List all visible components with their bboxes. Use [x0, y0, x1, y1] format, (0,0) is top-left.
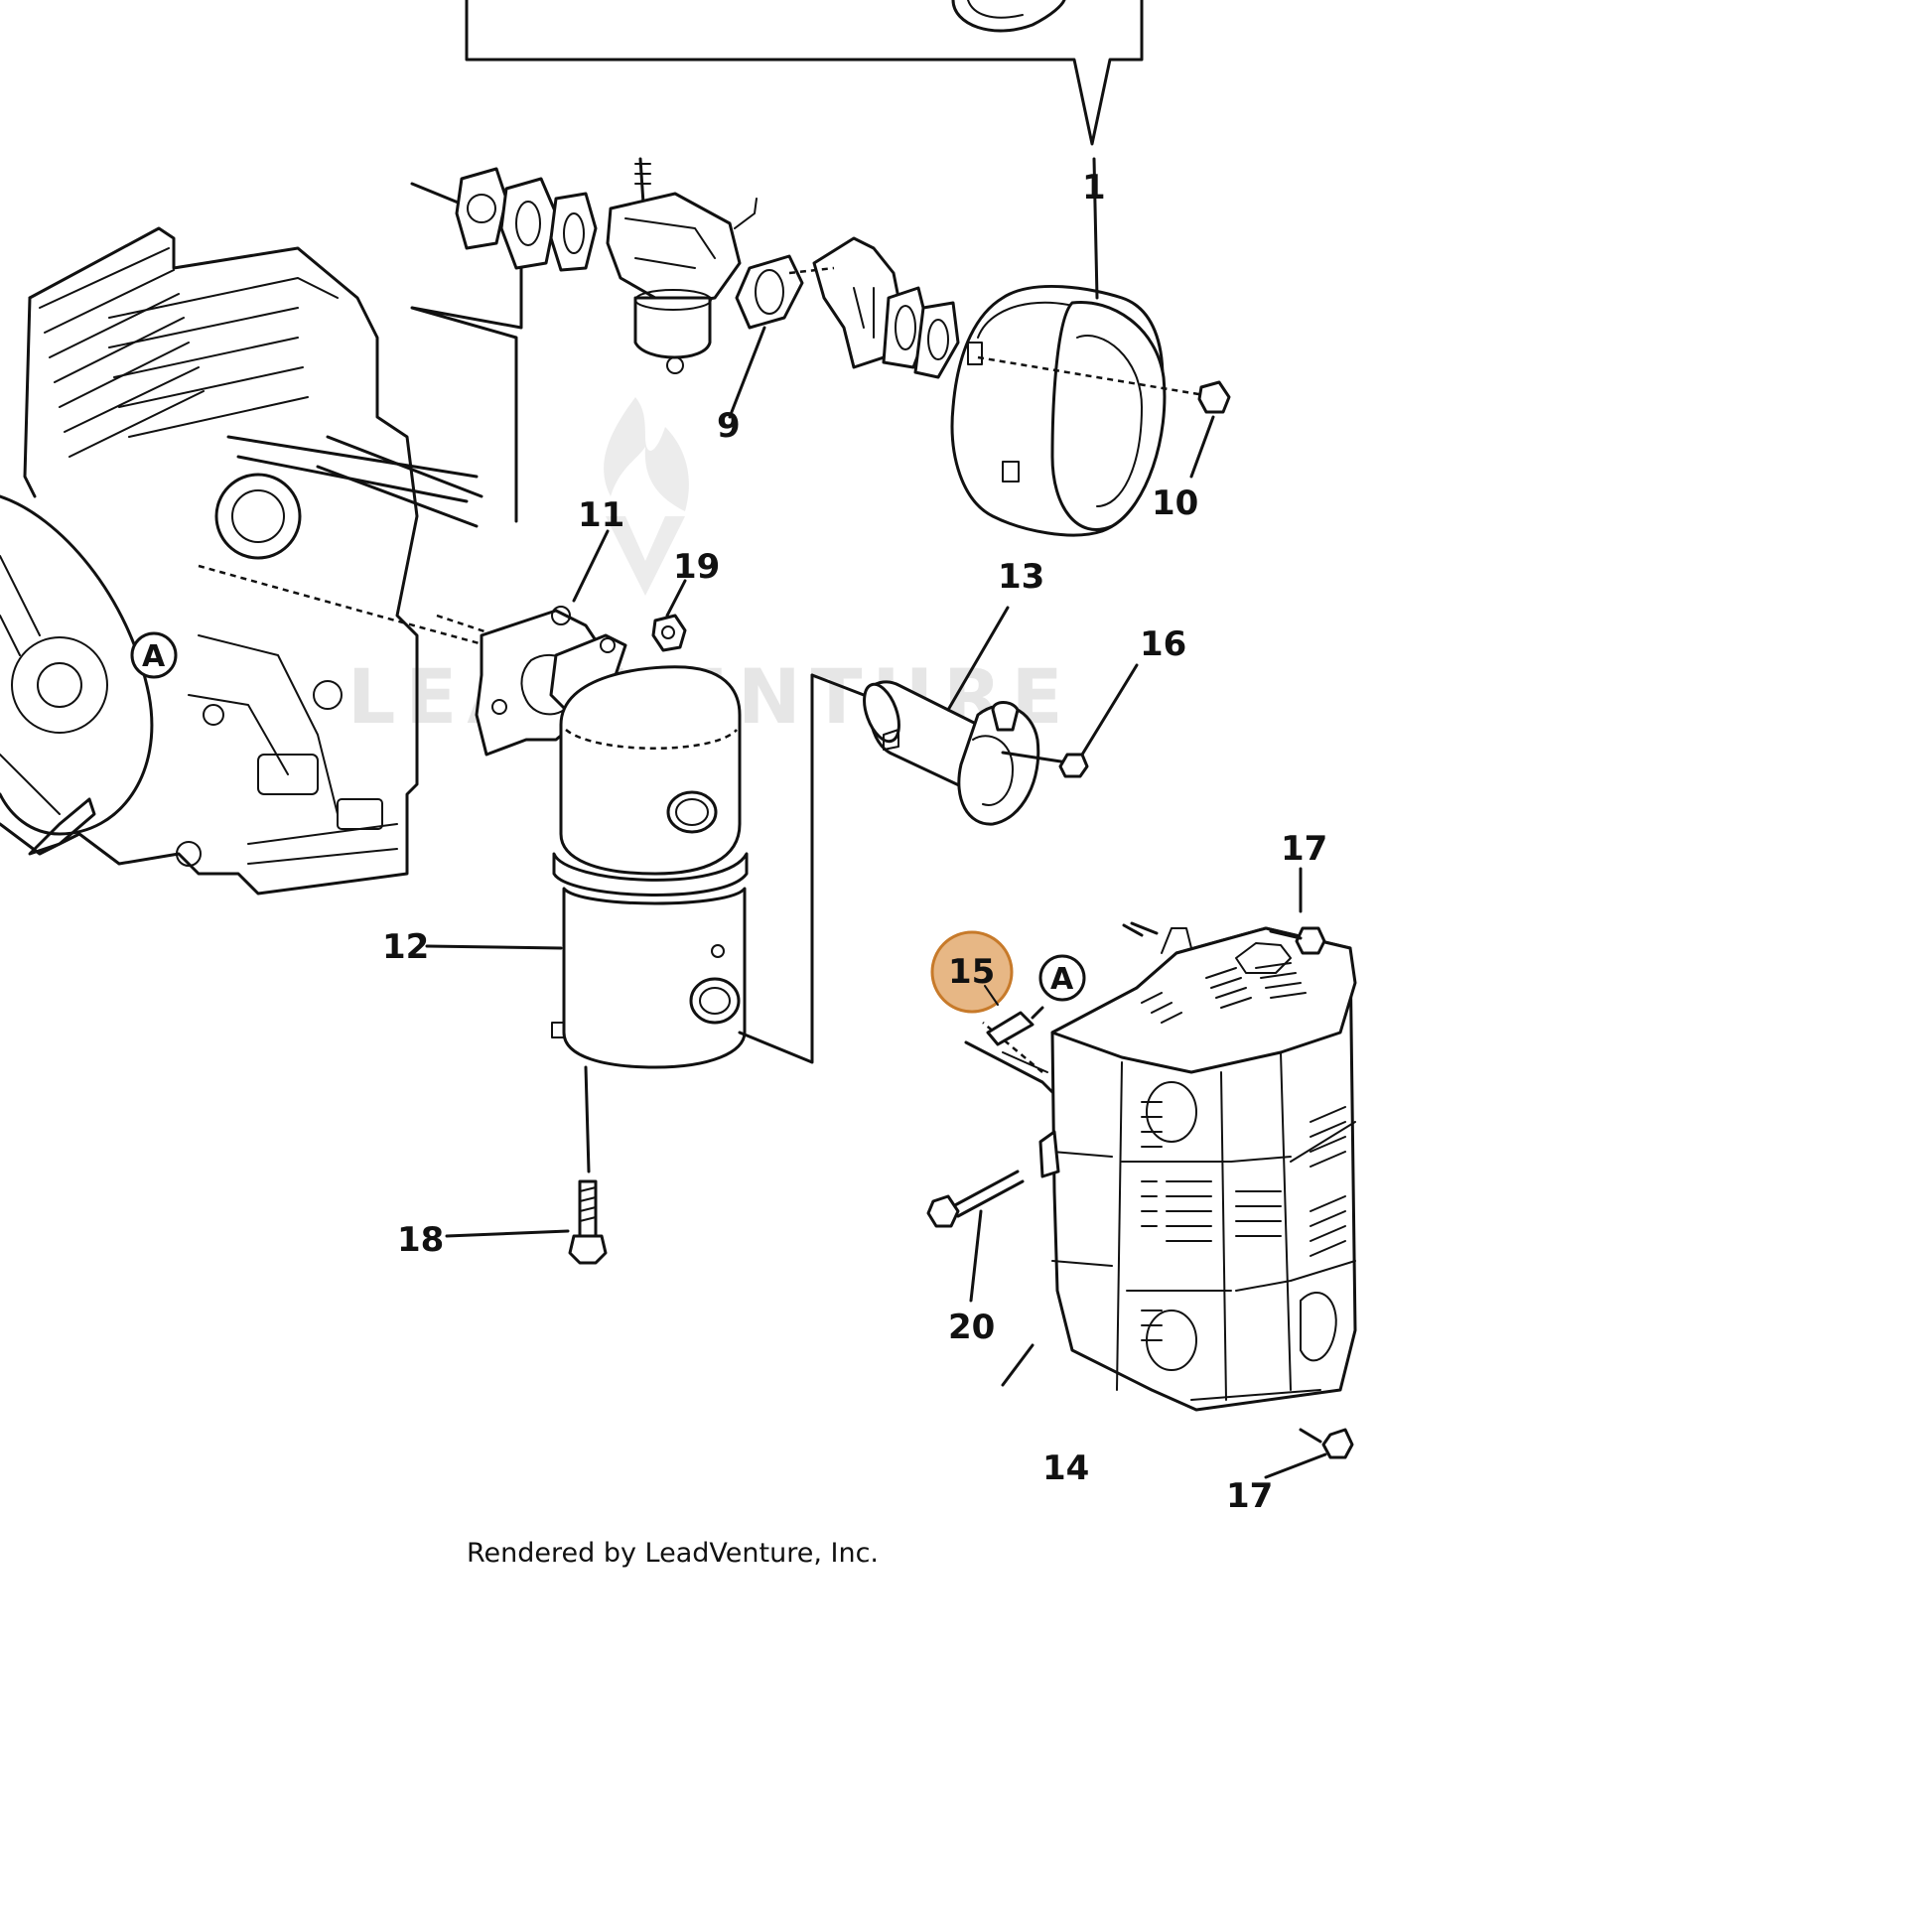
callout-15-leader: [984, 985, 999, 1006]
gasket-9: [728, 254, 804, 419]
muffler-12: [425, 665, 749, 1173]
reference-marker-a-guard: A: [1050, 962, 1074, 997]
callout-16[interactable]: 16: [1140, 624, 1186, 664]
nut-19: [651, 579, 687, 652]
flame-logo-icon: [604, 397, 689, 596]
screw-17-lower: [1264, 1428, 1354, 1479]
callout-highlight-15: [930, 930, 1014, 1014]
callout-12[interactable]: 12: [382, 927, 429, 967]
intake-gaskets: [455, 167, 598, 272]
render-credit: Rendered by LeadVenture, Inc.: [467, 1538, 879, 1569]
callout-9[interactable]: 9: [717, 406, 741, 446]
callout-13[interactable]: 13: [998, 557, 1044, 597]
outlet-frame: [738, 673, 866, 1064]
wing-nut-10: [1189, 380, 1231, 479]
callout-14[interactable]: 14: [1042, 1449, 1089, 1488]
engine-block: A: [0, 226, 497, 896]
air-cleaner-bracket: [788, 236, 960, 379]
muffler-guard-14: [982, 921, 1357, 1412]
bolt-18: [445, 1179, 608, 1265]
reference-marker-a-engine: A: [142, 639, 166, 674]
spacer-15: A: [964, 954, 1086, 1094]
callout-10[interactable]: 10: [1152, 483, 1198, 523]
callout-11[interactable]: 11: [578, 495, 624, 535]
screw-16: [1001, 663, 1139, 778]
callout-17-lower[interactable]: 17: [1226, 1476, 1273, 1516]
callout-1[interactable]: 1: [1082, 168, 1106, 207]
callout-19[interactable]: 19: [673, 547, 720, 587]
air-cleaner-cover: [950, 157, 1217, 537]
callout-20[interactable]: 20: [948, 1308, 995, 1347]
carburetor: [606, 157, 758, 374]
callout-18[interactable]: 18: [397, 1220, 444, 1260]
upper-view-frame: [465, 0, 1144, 146]
callout-15[interactable]: 15: [948, 952, 995, 992]
callout-17-upper[interactable]: 17: [1281, 829, 1327, 869]
screw-17-upper: [1269, 867, 1326, 955]
exhaust-pipe-13: [863, 606, 1040, 826]
bolt-20: [926, 1170, 1025, 1303]
